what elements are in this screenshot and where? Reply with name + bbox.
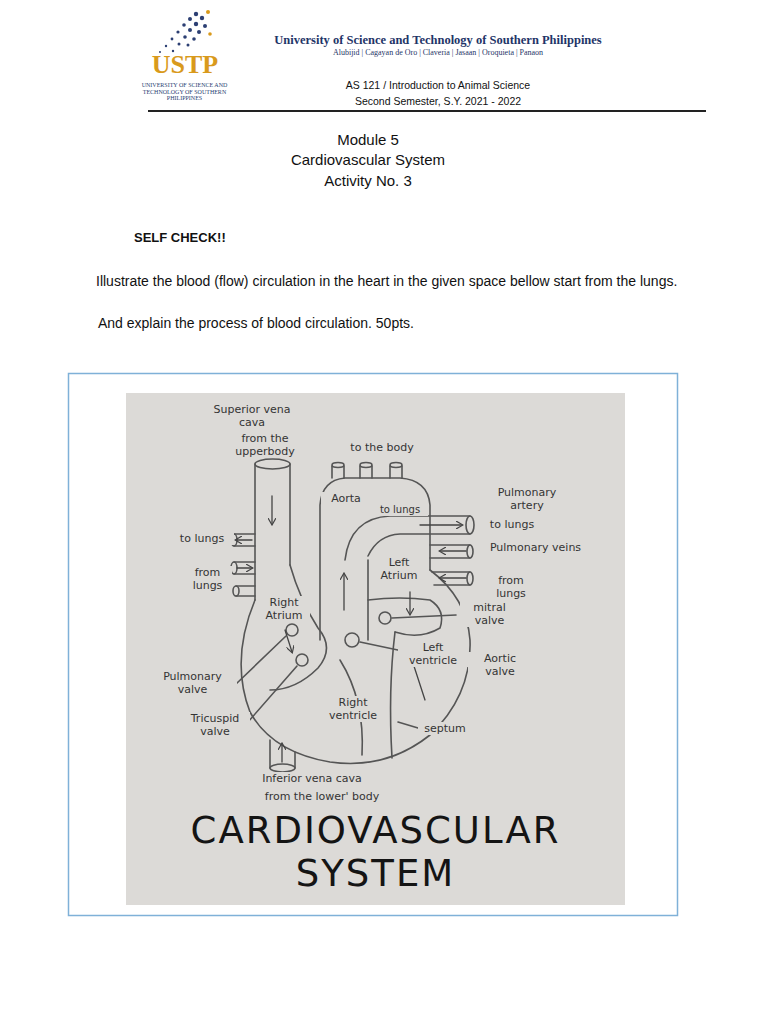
module-number: Module 5 (218, 131, 518, 149)
part-label: Inferior vena cava (245, 772, 379, 785)
part-label: Aorta (321, 492, 371, 505)
part-label: Pulmonary veins (486, 541, 585, 554)
part-label: Left ventricle (398, 641, 468, 667)
part-label: mitral valve (460, 601, 519, 627)
part-label: from the upperbody (228, 432, 302, 458)
heart-sketch (231, 459, 474, 772)
part-label: from the lower' body (250, 790, 394, 803)
part-label: Tricuspid valve (180, 712, 250, 738)
part-label: to the body (338, 441, 426, 454)
part-label: from lungs (183, 566, 232, 592)
logo-mark (159, 12, 207, 53)
section-heading: SELF CHECK!! (134, 230, 354, 246)
part-label: to lungs (170, 532, 234, 545)
part-label: Right ventricle (318, 696, 388, 722)
sketch-caption: CARDIOVASCULAR SYSTEM (126, 810, 625, 895)
part-label: Right Atrium (258, 596, 310, 622)
semester-line: Second Semester, S.Y. 2021 - 2022 (260, 95, 616, 108)
part-label: Pulmonary artery (480, 486, 574, 512)
part-label: from lungs (484, 574, 538, 600)
part-label: Left Atrium (372, 556, 426, 582)
instruction-text: Illustrate the blood (flow) circulation … (88, 271, 688, 292)
header-rule (148, 110, 706, 112)
logo-subtext: UNIVERSITY OF SCIENCE AND TECHNOLOGY OF … (132, 82, 237, 102)
course-line: AS 121 / Introduction to Animal Science (260, 79, 616, 92)
part-label: to lungs (372, 504, 428, 516)
page-heading: Cardiovascular System (218, 151, 518, 169)
part-label: Aortic valve (468, 652, 532, 678)
campus-list: Alubijid | Cagayan de Oro | Claveria | J… (238, 48, 638, 58)
part-label: septum (418, 722, 472, 735)
part-label: Superior vena cava (205, 403, 299, 429)
part-label: Pulmonary valve (148, 670, 237, 696)
instruction-text: And explain the process of blood circula… (98, 315, 678, 332)
part-label: to lungs (480, 518, 544, 531)
university-name: University of Science and Technology of … (218, 33, 658, 48)
logo-text: USTP (140, 52, 230, 78)
activity-number: Activity No. 3 (218, 172, 518, 190)
sketch-photo (126, 393, 625, 905)
answer-frame (69, 374, 678, 916)
